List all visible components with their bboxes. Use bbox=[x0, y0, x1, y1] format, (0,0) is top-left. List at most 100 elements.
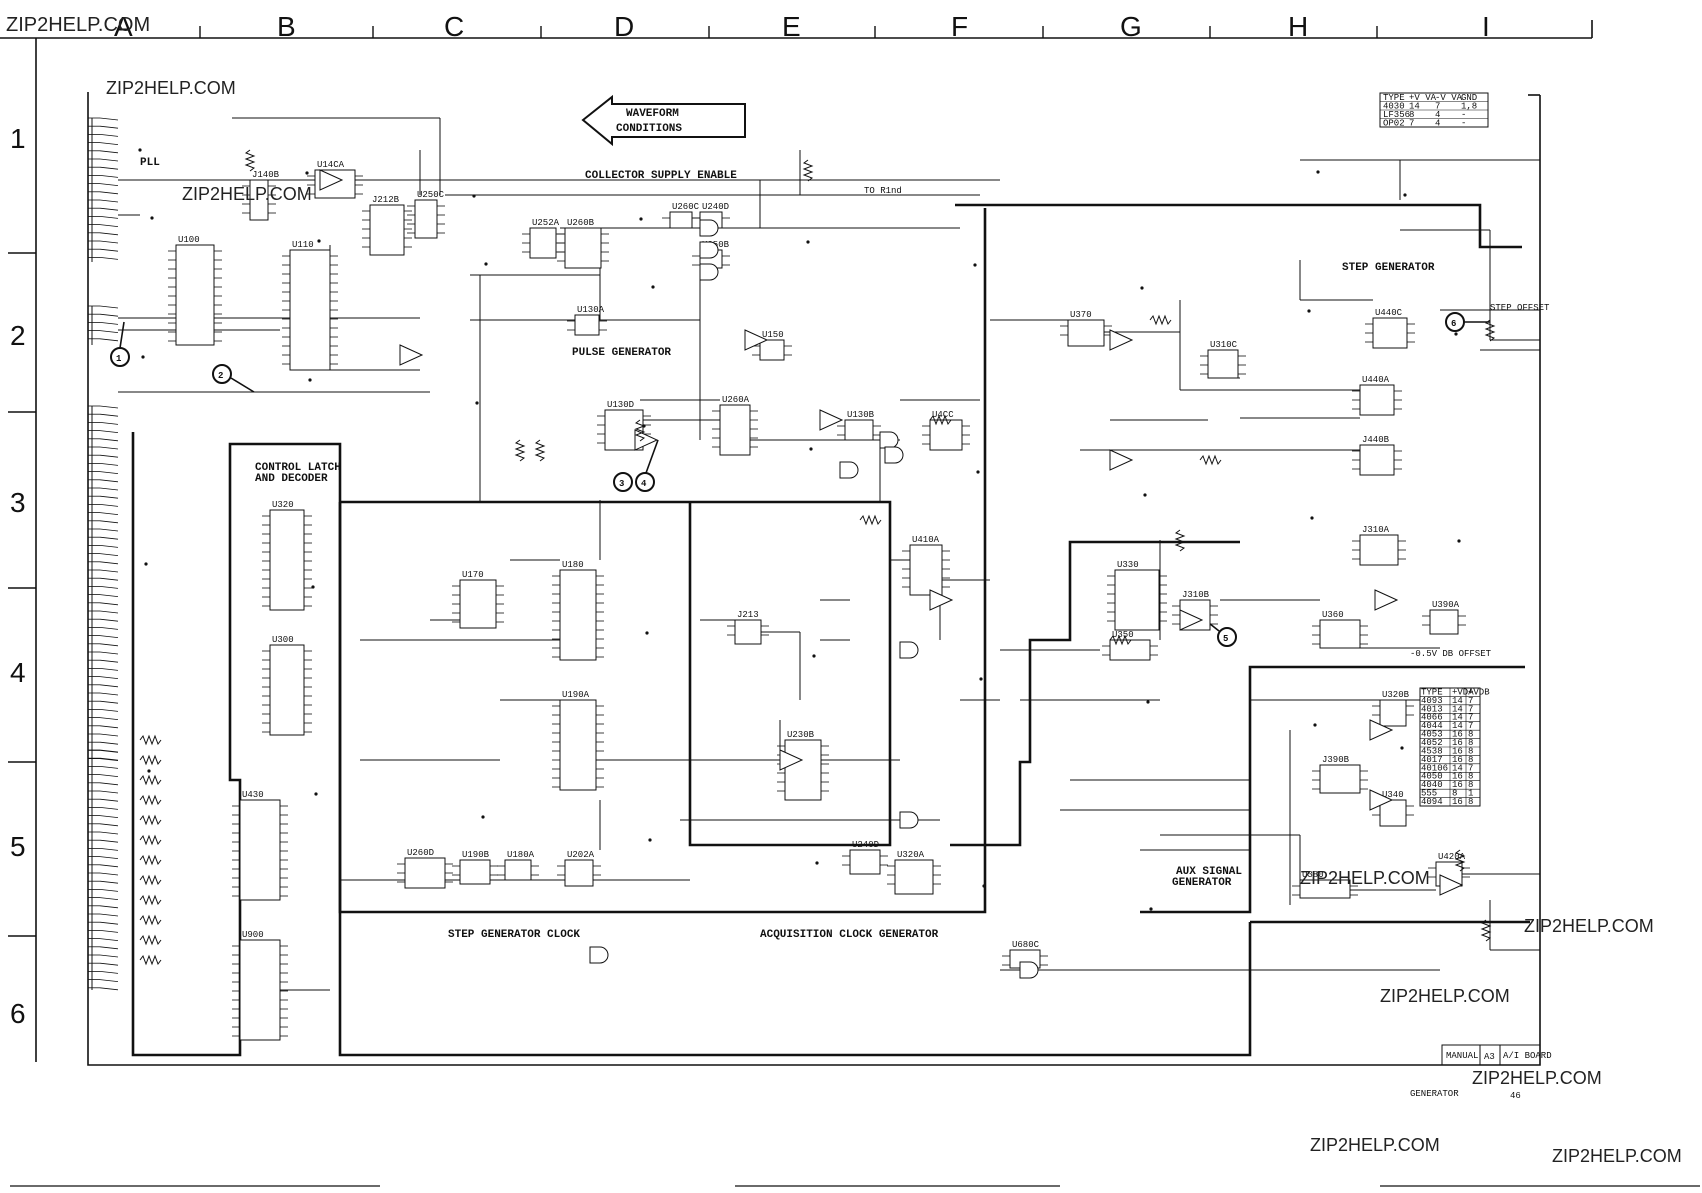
top-table-cell: 4030 bbox=[1383, 102, 1405, 112]
row-label: 6 bbox=[10, 998, 26, 1029]
ic-u150: U150 bbox=[752, 330, 792, 361]
ic-u330: U330 bbox=[1107, 560, 1167, 631]
svg-text:U300: U300 bbox=[272, 635, 294, 645]
ic-u130a: U130A bbox=[567, 305, 607, 336]
title-block: MANUAL A3 A/I BOARD GENERATOR 46 bbox=[1410, 1044, 1552, 1101]
page-ref: 46 bbox=[1510, 1091, 1521, 1101]
section-step-generator-clock: STEP GENERATOR CLOCK bbox=[448, 929, 580, 941]
ic-u380: U380 bbox=[1292, 870, 1358, 899]
top-table-cell: +V VA bbox=[1409, 93, 1437, 103]
ic-u190a: U190A bbox=[552, 690, 604, 791]
col-label: H bbox=[1288, 11, 1308, 42]
svg-text:6: 6 bbox=[1451, 319, 1456, 329]
ic-table-cell: 8 bbox=[1468, 780, 1473, 790]
row-label: 1 bbox=[10, 123, 26, 154]
svg-text:U190B: U190B bbox=[462, 850, 490, 860]
svg-text:U360: U360 bbox=[1322, 610, 1344, 620]
ic-j310b: J310B bbox=[1172, 590, 1218, 631]
ic-table-cell: 7 bbox=[1468, 696, 1473, 706]
svg-text:U320A: U320A bbox=[897, 850, 925, 860]
aux-offset-label: -0.5V DB OFFSET bbox=[1410, 649, 1492, 659]
ic-table-cell: 4066 bbox=[1421, 713, 1443, 723]
svg-text:U100: U100 bbox=[178, 235, 200, 245]
svg-text:U320B: U320B bbox=[1382, 690, 1410, 700]
ic-table-cell: 40106 bbox=[1421, 763, 1448, 773]
ic-u320: U320 bbox=[262, 500, 312, 611]
ic-table-cell: 16 bbox=[1452, 780, 1463, 790]
top-table-cell: TYPE bbox=[1383, 93, 1405, 103]
ic-table-cell: 4052 bbox=[1421, 738, 1443, 748]
callout-3: 3 bbox=[613, 472, 633, 492]
svg-text:U4CC: U4CC bbox=[932, 410, 954, 420]
ic-table-cell: 4040 bbox=[1421, 780, 1443, 790]
ic-table-cell: 555 bbox=[1421, 789, 1437, 799]
svg-text:U230B: U230B bbox=[787, 730, 815, 740]
section-aux-signal: GENERATOR bbox=[1172, 877, 1232, 889]
svg-text:MANUAL: MANUAL bbox=[1446, 1051, 1478, 1061]
svg-text:U260D: U260D bbox=[407, 848, 434, 858]
svg-text:U252A: U252A bbox=[532, 218, 560, 228]
svg-text:U260C: U260C bbox=[672, 202, 700, 212]
svg-text:J310B: J310B bbox=[1182, 590, 1210, 600]
section-pulse-generator: PULSE GENERATOR bbox=[572, 347, 671, 359]
top-table-cell: - bbox=[1461, 110, 1466, 120]
callout-4: 4 bbox=[635, 439, 659, 492]
svg-text:J390B: J390B bbox=[1322, 755, 1350, 765]
ic-j310a: J310A bbox=[1352, 525, 1406, 566]
ic-table-cell: 4044 bbox=[1421, 721, 1443, 731]
ic-u260d: U260D bbox=[397, 848, 453, 889]
ic-u360: U360 bbox=[1312, 610, 1368, 649]
watermark: ZIP2HELP.COM bbox=[1524, 916, 1654, 936]
ic-table-cell: 16 bbox=[1452, 730, 1463, 740]
svg-text:J140B: J140B bbox=[252, 170, 280, 180]
ic-table-cell: 4053 bbox=[1421, 730, 1443, 740]
ic-table-header: +VDA bbox=[1452, 687, 1474, 697]
svg-text:U130D: U130D bbox=[607, 400, 634, 410]
svg-text:U430: U430 bbox=[242, 790, 264, 800]
svg-text:U680C: U680C bbox=[1012, 940, 1040, 950]
top-table-cell: 14 bbox=[1409, 102, 1420, 112]
watermark: ZIP2HELP.COM bbox=[6, 14, 151, 36]
ic-table-cell: 4094 bbox=[1421, 797, 1443, 807]
col-label: I bbox=[1482, 11, 1490, 42]
svg-text:U170: U170 bbox=[462, 570, 484, 580]
svg-text:A3: A3 bbox=[1484, 1052, 1495, 1062]
svg-text:U440C: U440C bbox=[1375, 308, 1403, 318]
svg-text:U250C: U250C bbox=[417, 190, 445, 200]
top-table-cell: OP02 bbox=[1383, 119, 1405, 129]
svg-text:U110: U110 bbox=[292, 240, 314, 250]
svg-text:U380: U380 bbox=[1302, 870, 1324, 880]
ic-table-cell: 7 bbox=[1468, 763, 1473, 773]
watermark: ZIP2HELP.COM bbox=[1310, 1135, 1440, 1155]
col-label: G bbox=[1120, 11, 1142, 42]
col-label: A bbox=[114, 11, 133, 42]
top-table-cell: 1,8 bbox=[1461, 102, 1477, 112]
callout-1: 1 bbox=[110, 321, 130, 367]
top-table-cell: - bbox=[1461, 119, 1466, 129]
watermark: ZIP2HELP.COM bbox=[1552, 1146, 1682, 1166]
ic-table-cell: 16 bbox=[1452, 755, 1463, 765]
ic-table-cell: 16 bbox=[1452, 797, 1463, 807]
svg-text:U440A: U440A bbox=[1362, 375, 1390, 385]
watermark: ZIP2HELP.COM bbox=[182, 184, 312, 204]
ic-table-header: +VDB bbox=[1468, 687, 1490, 697]
svg-text:U350: U350 bbox=[1112, 630, 1134, 640]
ic-table-cell: 1 bbox=[1468, 789, 1473, 799]
ic-table-cell: 14 bbox=[1452, 704, 1463, 714]
svg-text:CONDITIONS: CONDITIONS bbox=[616, 123, 682, 135]
ic-u4cc: U4CC bbox=[922, 410, 970, 451]
watermark: ZIP2HELP.COM bbox=[1472, 1068, 1602, 1088]
ic-table-cell: 14 bbox=[1452, 696, 1463, 706]
svg-text:3: 3 bbox=[619, 479, 624, 489]
ic-u350: U350 bbox=[1102, 630, 1158, 661]
ic-table-cell: 8 bbox=[1468, 730, 1473, 740]
ic-table-cell: 7 bbox=[1468, 721, 1473, 731]
ic-u130d: U130D bbox=[597, 400, 651, 451]
svg-text:U14CA: U14CA bbox=[317, 160, 345, 170]
col-label: D bbox=[614, 11, 634, 42]
svg-text:J440B: J440B bbox=[1362, 435, 1390, 445]
svg-text:J212B: J212B bbox=[372, 195, 400, 205]
ic-u370: U370 bbox=[1060, 310, 1112, 347]
waveform-conditions-box: WAVEFORM CONDITIONS bbox=[581, 94, 746, 147]
